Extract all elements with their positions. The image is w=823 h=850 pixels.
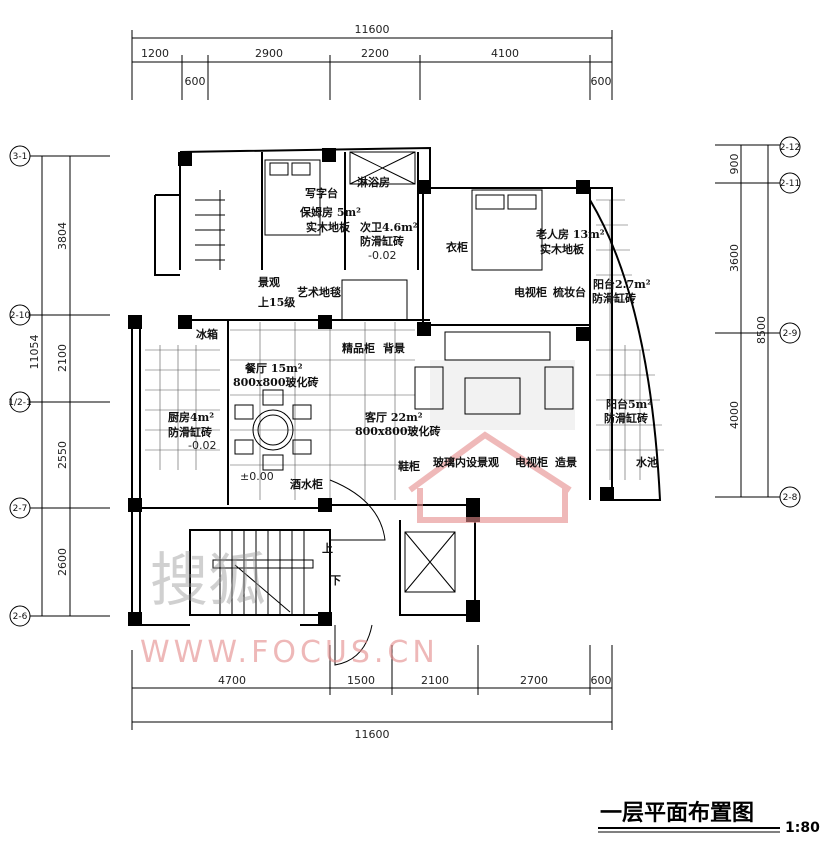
entry-door-swing [329, 479, 386, 541]
title-text: 一层平面布置图 [600, 800, 754, 826]
watermark-url: WWW.FOCUS.CN [140, 635, 439, 670]
label-shower: 淋浴房 [357, 175, 390, 189]
structural-columns [128, 148, 614, 626]
axis-label: 3-1 [13, 152, 28, 162]
dim-left-seg: 3804 [56, 222, 69, 250]
drawing-title: 一层平面布置图 1:80 [598, 800, 820, 836]
dim-left-total: 11054 [28, 335, 41, 370]
label-down: 下 [330, 574, 341, 587]
axis-label: 2-8 [783, 493, 798, 503]
dim-right-seg: 4000 [728, 401, 741, 429]
dim-left-seg: 2100 [56, 344, 69, 372]
dim-bottom-total: 11600 [355, 728, 390, 741]
walls [131, 146, 662, 626]
axis-label: 2-11 [780, 179, 800, 189]
label-balcony1: 阳台2.7m² [593, 277, 651, 291]
label-bath2-level: -0.02 [368, 249, 396, 262]
dim-left-seg: 2600 [56, 548, 69, 576]
label-balcony2: 阳台5m² [606, 397, 652, 411]
sofa-set [414, 331, 574, 410]
label-stairs-up: 上15级 [258, 295, 296, 309]
left-dimensions: 11054 3804 2100 2550 2600 3-1 2-10 1/2-1… [8, 145, 110, 627]
coffee-table [464, 377, 521, 415]
label-kitchen-level: -0.02 [188, 439, 216, 452]
axis-label: 1/2-1 [8, 398, 31, 408]
label-nanny-room: 保姆房 5m² [299, 205, 361, 219]
label-backdrop: 背景 [383, 341, 405, 355]
label-balcony2-floor: 防滑缸砖 [604, 411, 648, 425]
dim-top-seg: 2200 [361, 47, 389, 60]
label-tv-cabinet-1: 电视柜 [514, 285, 547, 299]
elevator [404, 531, 456, 593]
label-dining-floor: 800x800玻化砖 [233, 375, 318, 389]
shower-enclosure [349, 151, 416, 185]
dim-right-seg: 900 [728, 154, 741, 175]
title-scale: 1:80 [785, 820, 820, 836]
axis-label: 2-9 [783, 329, 798, 339]
axis-markers-right: 2-12 2-11 2-9 2-8 [779, 136, 801, 508]
label-desk: 写字台 [305, 186, 338, 200]
label-balcony1-floor: 防滑缸砖 [592, 291, 636, 305]
label-up: 上 [322, 541, 333, 555]
dim-top-seg: 600 [185, 75, 206, 88]
label-wine-cabinet: 酒水柜 [290, 477, 323, 491]
dim-bottom-seg: 2100 [421, 674, 449, 687]
label-wardrobe: 衣柜 [446, 240, 468, 254]
label-art-rug: 艺术地毯 [297, 285, 341, 299]
art-rug [341, 279, 408, 321]
label-kitchen-floor: 防滑缸砖 [168, 425, 212, 439]
watermark-brand: 搜狐 [150, 546, 266, 614]
label-glass-landscape: 玻璃内设景观 [433, 455, 499, 469]
dim-top-seg: 1200 [141, 47, 169, 60]
label-dining: 餐厅 15m² [244, 361, 303, 375]
dim-top-total: 11600 [355, 23, 390, 36]
watermark: 搜狐 WWW.FOCUS.CN [140, 431, 572, 670]
top-dimensions: 11600 1200 600 2900 2200 4100 600 [131, 23, 613, 100]
nanny-bed [264, 159, 321, 236]
label-elder-room: 老人房 13m² [535, 227, 605, 241]
label-nanny-floor: 实木地板 [306, 220, 351, 234]
label-shoe-cabinet: 鞋柜 [398, 459, 420, 473]
label-display-cabinet: 精品柜 [342, 341, 375, 355]
dim-left-seg: 2550 [56, 441, 69, 469]
dim-bottom-seg: 4700 [218, 674, 246, 687]
right-dimensions: 900 3600 4000 8500 2-12 2-11 2-9 2-8 [715, 136, 801, 508]
label-fridge: 冰箱 [196, 327, 218, 341]
dim-bottom-seg: 1500 [347, 674, 375, 687]
label-bath2: 次卫4.6m² [360, 220, 418, 234]
axis-label: 2-7 [13, 504, 28, 514]
tile-grid [145, 199, 664, 500]
axis-label: 2-6 [13, 612, 28, 622]
label-planter: 造景 [555, 455, 577, 469]
staircase [195, 190, 314, 615]
label-living: 客厅 22m² [364, 410, 423, 424]
label-dresser: 梳妆台 [552, 285, 586, 299]
bottom-dimensions: 4700 1500 2100 2700 600 11600 [131, 645, 613, 741]
living-rug [430, 360, 575, 430]
axis-label: 2-12 [780, 143, 800, 153]
axis-label: 2-10 [10, 311, 31, 321]
label-tv-cabinet-2: 电视柜 [515, 455, 548, 469]
stair-door [334, 624, 373, 666]
label-pond: 水池 [636, 455, 658, 469]
dim-right-total: 8500 [755, 316, 768, 344]
dining-table [234, 389, 312, 471]
elder-bed [471, 189, 543, 271]
dim-bottom-seg: 2700 [520, 674, 548, 687]
room-labels: 淋浴房 写字台 保姆房 5m² 实木地板 次卫4.6m² 防滑缸砖 -0.02 … [168, 175, 658, 587]
label-living-floor: 800x800玻化砖 [355, 424, 440, 438]
label-kitchen: 厨房4m² [168, 410, 214, 424]
label-floor-level: ±0.00 [240, 470, 274, 483]
dim-top-seg: 4100 [491, 47, 519, 60]
dim-top-seg: 2900 [255, 47, 283, 60]
axis-markers-left: 3-1 2-10 1/2-1 2-7 2-6 [8, 145, 32, 627]
house-logo-icon [408, 431, 572, 523]
dim-top-seg: 600 [591, 75, 612, 88]
label-bath2-floor: 防滑缸砖 [360, 234, 404, 248]
dim-right-seg: 3600 [728, 244, 741, 272]
label-landscape: 景观 [257, 276, 280, 289]
dim-bottom-seg: 600 [591, 674, 612, 687]
label-elder-floor: 实木地板 [540, 242, 585, 256]
